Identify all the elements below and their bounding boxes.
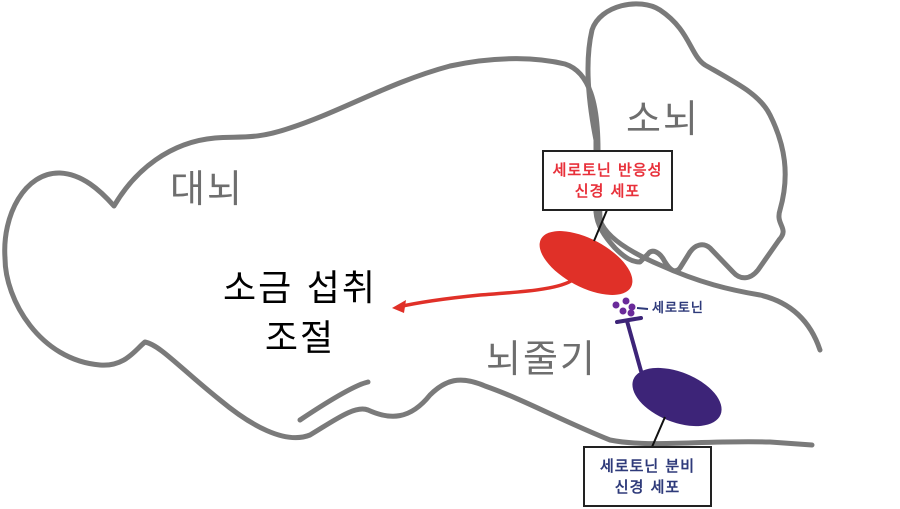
brainstem-upper-outline bbox=[297, 379, 371, 423]
callout-connector-secreting bbox=[651, 416, 666, 448]
arrowhead-icon bbox=[392, 300, 406, 313]
cerebrum-outline bbox=[2, 56, 823, 353]
axon-arrow bbox=[396, 279, 573, 309]
serotonin-responsive-neuron bbox=[539, 231, 633, 295]
secreting-callout-line2: 신경 세포 bbox=[614, 477, 681, 496]
serotonin-secreting-neuron bbox=[632, 367, 722, 427]
callout-connector-responsive bbox=[593, 209, 608, 242]
cerebellum-label: 소뇌 bbox=[626, 97, 700, 141]
responsive-callout-line1: 세로토닌 반응성 bbox=[552, 160, 663, 179]
brainstem-label: 뇌줄기 bbox=[486, 337, 597, 381]
cerebellum-outline bbox=[585, 1, 788, 281]
serotonin-molecules bbox=[612, 297, 636, 317]
cerebrum-label: 대뇌 bbox=[170, 167, 244, 211]
salt-intake-line2: 조절 bbox=[264, 318, 336, 359]
serotonin-label: 세로토닌 bbox=[652, 301, 704, 316]
salt-intake-line1: 소금 섭취 bbox=[223, 268, 377, 309]
secreting-callout-line1: 세로토닌 분비 bbox=[599, 456, 696, 475]
receptor-terminal bbox=[615, 316, 643, 324]
responsive-callout-line2: 신경 세포 bbox=[574, 181, 641, 200]
cerebrum-lower-outline bbox=[2, 255, 815, 448]
responsive-neuron-callout: 세로토닌 반응성 신경 세포 bbox=[542, 150, 673, 211]
secreting-neuron-axon bbox=[625, 319, 643, 373]
molecule-label-leader bbox=[636, 307, 649, 310]
secreting-neuron-callout: 세로토닌 분비 신경 세포 bbox=[583, 446, 712, 507]
salt-intake-regulation-label: 소금 섭취 조절 bbox=[200, 264, 400, 364]
